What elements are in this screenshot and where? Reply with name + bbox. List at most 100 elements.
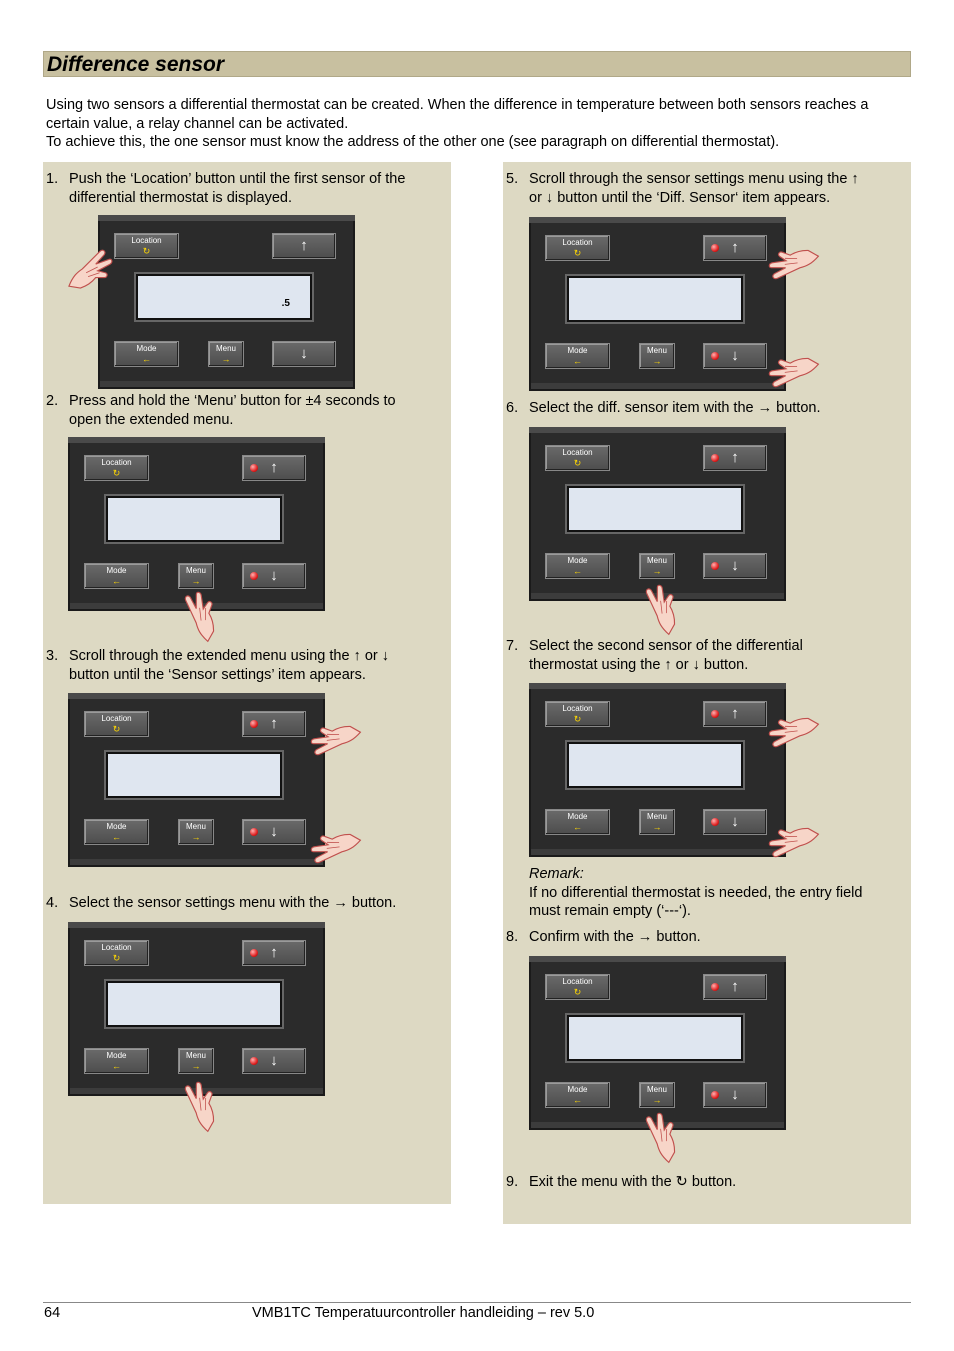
led-indicator — [250, 949, 258, 957]
arrow-up-icon: ↑ — [300, 237, 308, 254]
menu-label: Menu — [185, 566, 206, 575]
mode-button[interactable]: Mode ← — [84, 1048, 149, 1074]
location-button[interactable]: Location ↻ — [545, 235, 610, 261]
step-number: 9. — [506, 1174, 519, 1190]
mode-button[interactable]: Mode ← — [114, 341, 179, 367]
arrow-down-icon: ↓ — [731, 1086, 739, 1103]
menu-button[interactable]: Menu → — [639, 553, 675, 579]
location-button[interactable]: Location ↻ — [545, 701, 610, 727]
arrow-up-icon: ↑ — [731, 978, 739, 995]
arrow-left-icon: ← — [112, 832, 121, 842]
mode-button[interactable]: Mode ← — [545, 553, 610, 579]
remark-title: Remark: — [529, 866, 584, 882]
led-indicator — [250, 828, 258, 836]
menu-button[interactable]: Menu → — [639, 343, 675, 369]
location-icon: ↻ — [573, 458, 582, 468]
intro-text: Using two sensors a differential thermos… — [46, 96, 906, 152]
menu-button[interactable]: Menu → — [178, 819, 214, 845]
section-title: Difference sensor — [47, 53, 225, 76]
down-button[interactable]: ↓ — [242, 819, 306, 845]
step-line: or ↓ button until the ‘Diff. Sensor‘ ite… — [529, 189, 831, 206]
remark: Remark: If no differential thermostat is… — [529, 865, 907, 921]
step-9: 9. Exit the menu with the ↻ button. — [506, 1173, 906, 1193]
arrow-up-icon: ↑ — [270, 715, 278, 732]
location-icon: ↻ — [112, 724, 121, 734]
step-line: open the extended menu. — [69, 411, 234, 428]
step-line: thermostat using the ↑ or ↓ button. — [529, 656, 749, 673]
led-indicator — [711, 983, 719, 991]
menu-button[interactable]: Menu → — [178, 563, 214, 589]
led-indicator — [250, 720, 258, 728]
location-button[interactable]: Location ↻ — [545, 974, 610, 1000]
down-button[interactable]: ↓ — [703, 1082, 767, 1108]
mode-button[interactable]: Mode ← — [84, 563, 149, 589]
step-4: 4. Select the sensor settings menu with … — [46, 894, 446, 914]
arrow-right-icon: → — [221, 354, 231, 364]
step-text: Scroll through the extended menu using t… — [69, 647, 389, 684]
location-label: Location — [562, 238, 593, 247]
location-icon: ↻ — [142, 246, 151, 256]
down-button[interactable]: ↓ — [703, 553, 767, 579]
arrow-left-icon: ← — [112, 576, 121, 586]
arrow-right-icon: → — [652, 566, 662, 576]
step-line: Press and hold the ‘Menu’ button for ±4 … — [69, 393, 396, 409]
up-button[interactable]: ↑ — [272, 233, 336, 259]
step-number: 2. — [46, 393, 59, 409]
step-line: Scroll through the sensor settings menu … — [529, 171, 859, 187]
menu-button[interactable]: Menu → — [208, 341, 244, 367]
up-button[interactable]: ↑ — [703, 445, 767, 471]
down-button[interactable]: ↓ — [272, 341, 336, 367]
menu-label: Menu — [646, 812, 667, 821]
remark-line: If no differential thermostat is needed,… — [529, 884, 863, 901]
arrow-right-icon: → — [652, 1095, 662, 1105]
thermostat-panel-1: Location ↻ ↑ .5 Mode ← Menu → ↓ — [98, 215, 355, 389]
mode-button[interactable]: Mode ← — [545, 343, 610, 369]
arrow-left-icon: ← — [573, 566, 582, 576]
menu-label: Menu — [646, 556, 667, 565]
pointing-hand-icon — [68, 249, 113, 289]
up-button[interactable]: ↑ — [242, 711, 306, 737]
location-button[interactable]: Location ↻ — [84, 455, 149, 481]
mode-button[interactable]: Mode ← — [84, 819, 149, 845]
up-button[interactable]: ↑ — [242, 455, 306, 481]
step-text: Select the second sensor of the differen… — [529, 637, 803, 674]
mode-label: Mode — [136, 344, 157, 353]
menu-label: Menu — [215, 344, 236, 353]
location-button[interactable]: Location ↻ — [114, 233, 179, 259]
arrow-left-icon: ← — [142, 354, 151, 364]
menu-button[interactable]: Menu → — [178, 1048, 214, 1074]
location-button[interactable]: Location ↻ — [84, 711, 149, 737]
down-button[interactable]: ↓ — [703, 343, 767, 369]
step-text: Press and hold the ‘Menu’ button for ±4 … — [69, 392, 396, 429]
step-text: Confirm with the → button. — [529, 929, 701, 945]
thermostat-panel-4: Location ↻ ↑ Mode ← Menu → ↓ — [68, 922, 325, 1096]
section-title-bar: Difference sensor — [43, 51, 911, 77]
led-indicator — [250, 572, 258, 580]
arrow-down-icon: ↓ — [300, 345, 308, 362]
up-button[interactable]: ↑ — [703, 974, 767, 1000]
arrow-down-icon: ↓ — [731, 557, 739, 574]
step-8: 8. Confirm with the → button. — [506, 928, 906, 948]
location-button[interactable]: Location ↻ — [84, 940, 149, 966]
step-number: 3. — [46, 648, 59, 664]
step-number: 7. — [506, 638, 519, 654]
arrow-right-icon: → — [191, 1061, 201, 1071]
menu-label: Menu — [646, 346, 667, 355]
up-button[interactable]: ↑ — [242, 940, 306, 966]
down-button[interactable]: ↓ — [242, 1048, 306, 1074]
menu-button[interactable]: Menu → — [639, 1082, 675, 1108]
mode-button[interactable]: Mode ← — [545, 809, 610, 835]
up-button[interactable]: ↑ — [703, 235, 767, 261]
menu-button[interactable]: Menu → — [639, 809, 675, 835]
down-button[interactable]: ↓ — [703, 809, 767, 835]
mode-button[interactable]: Mode ← — [545, 1082, 610, 1108]
up-button[interactable]: ↑ — [703, 701, 767, 727]
step-text: Select the diff. sensor item with the → … — [529, 400, 821, 416]
arrow-right-icon: → — [191, 576, 201, 586]
step-line: Select the second sensor of the differen… — [529, 638, 803, 654]
down-button[interactable]: ↓ — [242, 563, 306, 589]
arrow-right-icon: → — [652, 356, 662, 366]
lcd-display — [567, 276, 743, 322]
mode-label: Mode — [106, 566, 127, 575]
location-button[interactable]: Location ↻ — [545, 445, 610, 471]
